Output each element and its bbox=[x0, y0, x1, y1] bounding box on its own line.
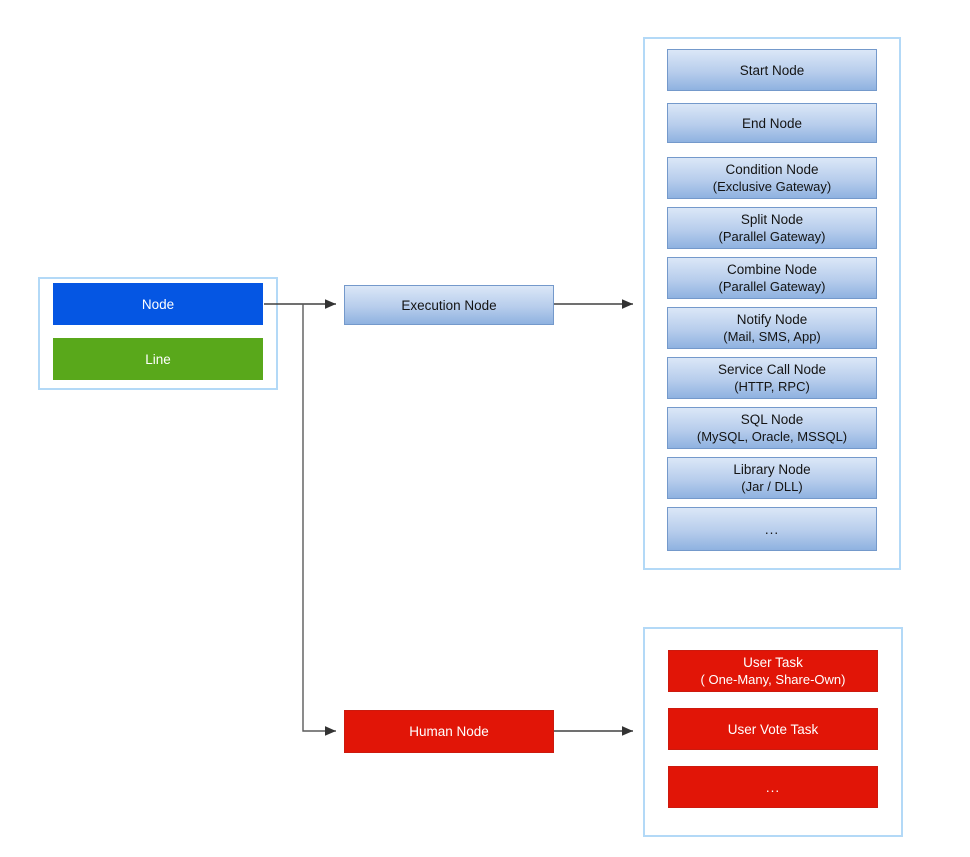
node-type-title: Condition Node bbox=[725, 162, 819, 177]
node-type-combine: Combine Node (Parallel Gateway) bbox=[667, 257, 877, 299]
node-type-title: ... bbox=[764, 521, 780, 537]
execution-node-box: Execution Node bbox=[344, 285, 554, 325]
task-type-title: User Vote Task bbox=[727, 721, 819, 737]
legend-node-chip: Node bbox=[53, 283, 263, 325]
node-type-end: End Node bbox=[667, 103, 877, 143]
legend-panel: Node Line bbox=[38, 277, 278, 390]
node-type-title: Split Node bbox=[740, 212, 804, 227]
node-type-subtitle: (Parallel Gateway) bbox=[718, 229, 826, 244]
node-type-subtitle: (Exclusive Gateway) bbox=[712, 179, 832, 194]
task-type-title: User Task bbox=[743, 655, 803, 670]
node-type-notify: Notify Node (Mail, SMS, App) bbox=[667, 307, 877, 349]
node-type-sql: SQL Node (MySQL, Oracle, MSSQL) bbox=[667, 407, 877, 449]
human-types-panel: User Task ( One-Many, Share-Own) User Vo… bbox=[643, 627, 903, 837]
node-type-title: Service Call Node bbox=[717, 362, 827, 377]
node-type-more: ... bbox=[667, 507, 877, 551]
node-type-subtitle: (Parallel Gateway) bbox=[718, 279, 826, 294]
execution-node-label: Execution Node bbox=[401, 297, 497, 313]
node-type-title: Library Node bbox=[733, 462, 811, 477]
node-type-library: Library Node (Jar / DLL) bbox=[667, 457, 877, 499]
node-type-start: Start Node bbox=[667, 49, 877, 91]
node-type-subtitle: (Mail, SMS, App) bbox=[723, 329, 821, 344]
task-type-title: ... bbox=[765, 779, 781, 795]
execution-types-panel: Start Node End Node Condition Node (Excl… bbox=[643, 37, 901, 570]
legend-node-label: Node bbox=[141, 296, 175, 312]
task-type-user-vote: User Vote Task bbox=[668, 708, 878, 750]
node-type-subtitle: (MySQL, Oracle, MSSQL) bbox=[696, 429, 848, 444]
legend-line-label: Line bbox=[145, 351, 171, 367]
node-type-subtitle: (Jar / DLL) bbox=[741, 479, 803, 494]
node-type-title: SQL Node bbox=[740, 412, 804, 427]
task-type-more: ... bbox=[668, 766, 878, 808]
task-type-user-task: User Task ( One-Many, Share-Own) bbox=[668, 650, 878, 692]
node-type-condition: Condition Node (Exclusive Gateway) bbox=[667, 157, 877, 199]
node-type-split: Split Node (Parallel Gateway) bbox=[667, 207, 877, 249]
node-type-title: Start Node bbox=[739, 62, 805, 78]
node-type-title: Notify Node bbox=[736, 312, 808, 327]
human-node-label: Human Node bbox=[409, 724, 489, 739]
node-type-service-call: Service Call Node (HTTP, RPC) bbox=[667, 357, 877, 399]
node-type-subtitle: (HTTP, RPC) bbox=[734, 379, 810, 394]
node-type-title: End Node bbox=[741, 115, 803, 131]
legend-line-chip: Line bbox=[53, 338, 263, 380]
node-type-title: Combine Node bbox=[726, 262, 818, 277]
human-node-box: Human Node bbox=[344, 710, 554, 753]
task-type-subtitle: ( One-Many, Share-Own) bbox=[700, 672, 846, 687]
arrow-legend-to-human bbox=[302, 304, 336, 736]
